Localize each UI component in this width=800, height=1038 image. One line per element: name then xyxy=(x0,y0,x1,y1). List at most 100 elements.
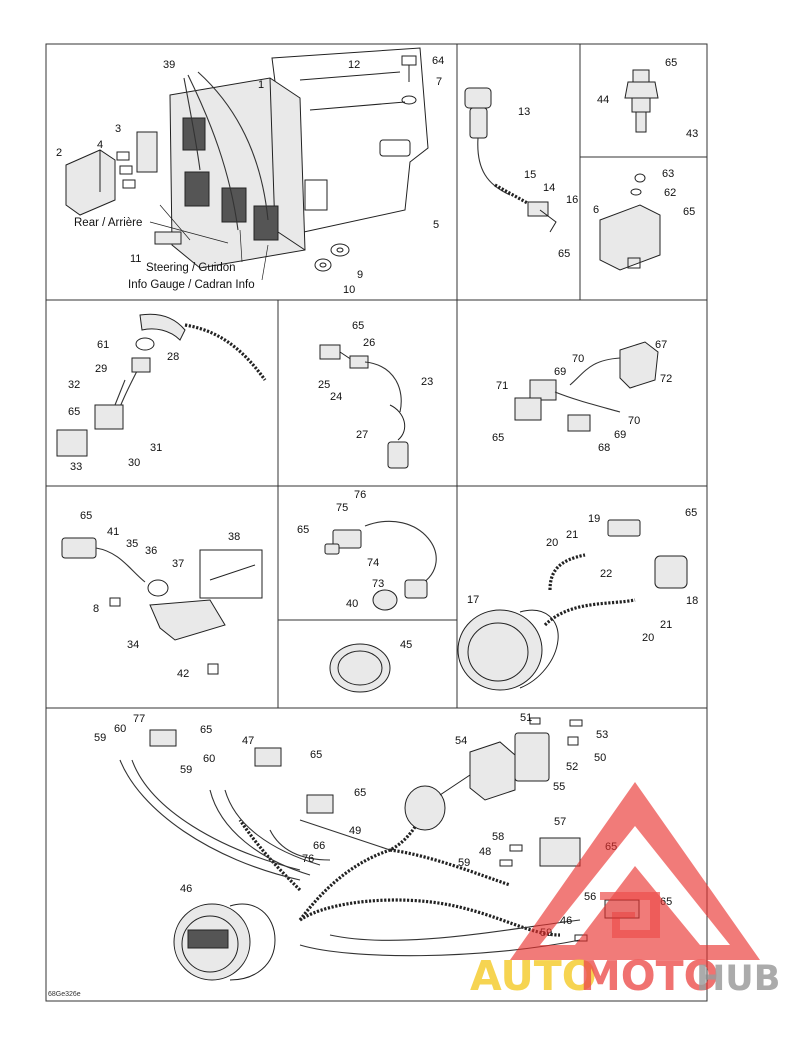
callout-49: 49 xyxy=(349,825,361,837)
callout-56: 56 xyxy=(584,891,596,903)
callout-38: 38 xyxy=(228,531,240,543)
callout-40: 40 xyxy=(346,598,358,610)
callout-21a: 21 xyxy=(566,529,578,541)
callout-21b: 21 xyxy=(660,619,672,631)
callout-71: 71 xyxy=(496,380,508,392)
callout-25: 25 xyxy=(318,379,330,391)
switch-67-assembly xyxy=(514,341,659,432)
gauge-17-assembly xyxy=(457,519,688,691)
callout-51: 51 xyxy=(520,712,532,724)
callout-44: 44 xyxy=(597,94,609,106)
callout-69b: 69 xyxy=(614,429,626,441)
callout-19: 19 xyxy=(588,513,600,525)
callout-28: 28 xyxy=(167,351,179,363)
callout-59a: 59 xyxy=(94,732,106,744)
callout-36: 36 xyxy=(145,545,157,557)
callout-16: 16 xyxy=(566,194,578,206)
callout-14: 14 xyxy=(543,182,555,194)
caption-info-gauge: Info Gauge / Cadran Info xyxy=(128,279,255,291)
callout-42: 42 xyxy=(177,668,189,680)
callout-22: 22 xyxy=(600,568,612,580)
callout-23: 23 xyxy=(421,376,433,388)
callout-6: 6 xyxy=(593,204,599,216)
ecu-module-assembly xyxy=(65,47,429,281)
callout-72: 72 xyxy=(660,373,672,385)
sensor-13-assembly xyxy=(464,87,557,233)
callout-12: 12 xyxy=(348,59,360,71)
callout-41: 41 xyxy=(107,526,119,538)
part-callouts: 39 12 64 7 1 2 3 4 5 9 10 11 13 15 14 16… xyxy=(56,55,698,939)
sensor-44-assembly xyxy=(624,69,659,133)
callout-59c: 59 xyxy=(458,857,470,869)
callout-65i: 65 xyxy=(685,507,697,519)
callout-17: 17 xyxy=(467,594,479,606)
callout-60a: 60 xyxy=(114,723,126,735)
callout-30: 30 xyxy=(128,457,140,469)
callout-75: 75 xyxy=(336,502,348,514)
callout-62: 62 xyxy=(664,187,676,199)
callout-70b: 70 xyxy=(628,415,640,427)
callout-10: 10 xyxy=(343,284,355,296)
callout-33: 33 xyxy=(70,461,82,473)
sensor-27-assembly xyxy=(319,344,409,469)
callout-24: 24 xyxy=(330,391,342,403)
callout-65h: 65 xyxy=(297,524,309,536)
callout-2: 2 xyxy=(56,147,62,159)
callout-48: 48 xyxy=(479,846,491,858)
callout-50: 50 xyxy=(594,752,606,764)
callout-65l: 65 xyxy=(354,787,366,799)
callout-67: 67 xyxy=(655,339,667,351)
callout-20a: 20 xyxy=(546,537,558,549)
callout-1: 1 xyxy=(258,79,264,91)
callout-26: 26 xyxy=(363,337,375,349)
callout-52: 52 xyxy=(566,761,578,773)
callout-8: 8 xyxy=(93,603,99,615)
sensor-40-assembly xyxy=(324,520,437,611)
callout-37: 37 xyxy=(172,558,184,570)
callout-65d: 65 xyxy=(68,406,80,418)
watermark-g-icon xyxy=(600,892,660,938)
harness-28-assembly xyxy=(56,313,267,457)
callout-11: 11 xyxy=(130,253,141,265)
callout-18: 18 xyxy=(686,595,698,607)
callout-69a: 69 xyxy=(554,366,566,378)
callout-29: 29 xyxy=(95,363,107,375)
callout-65a: 65 xyxy=(558,248,570,260)
callout-4: 4 xyxy=(97,139,103,151)
captions: Rear / Arrière Steering / Guidon Info Ga… xyxy=(74,217,255,291)
callout-64: 64 xyxy=(432,55,444,67)
watermark-hub: HUB xyxy=(696,959,780,999)
automotohub-watermark: AUTO MOTO HUB xyxy=(470,782,780,1000)
callout-45: 45 xyxy=(400,639,412,651)
callout-61: 61 xyxy=(97,339,109,351)
callout-65k: 65 xyxy=(310,749,322,761)
callout-60b: 60 xyxy=(203,753,215,765)
callout-70a: 70 xyxy=(572,353,584,365)
relay-6-assembly xyxy=(599,173,661,271)
panel-frames xyxy=(45,43,708,1002)
callout-35: 35 xyxy=(126,538,138,550)
callout-34: 34 xyxy=(127,639,139,651)
caption-steering: Steering / Guidon xyxy=(146,262,236,274)
callout-5: 5 xyxy=(433,219,439,231)
callout-59b: 59 xyxy=(180,764,192,776)
main-harness-assembly xyxy=(119,717,640,981)
callout-7: 7 xyxy=(436,76,442,88)
callout-77: 77 xyxy=(133,713,145,725)
callout-58: 58 xyxy=(492,831,504,843)
callout-63: 63 xyxy=(662,168,674,180)
callout-27: 27 xyxy=(356,429,368,441)
callout-32: 32 xyxy=(68,379,80,391)
watermark-triangle-icon xyxy=(510,782,760,960)
callout-53: 53 xyxy=(596,729,608,741)
callout-65e: 65 xyxy=(352,320,364,332)
figure-code: 68Ge326e xyxy=(48,991,81,998)
callout-57: 57 xyxy=(554,816,566,828)
callout-47: 47 xyxy=(242,735,254,747)
callout-13: 13 xyxy=(518,106,530,118)
callout-31: 31 xyxy=(150,442,162,454)
callout-65b: 65 xyxy=(665,57,677,69)
callout-65c: 65 xyxy=(683,206,695,218)
watermark-moto: MOTO xyxy=(580,952,718,1000)
